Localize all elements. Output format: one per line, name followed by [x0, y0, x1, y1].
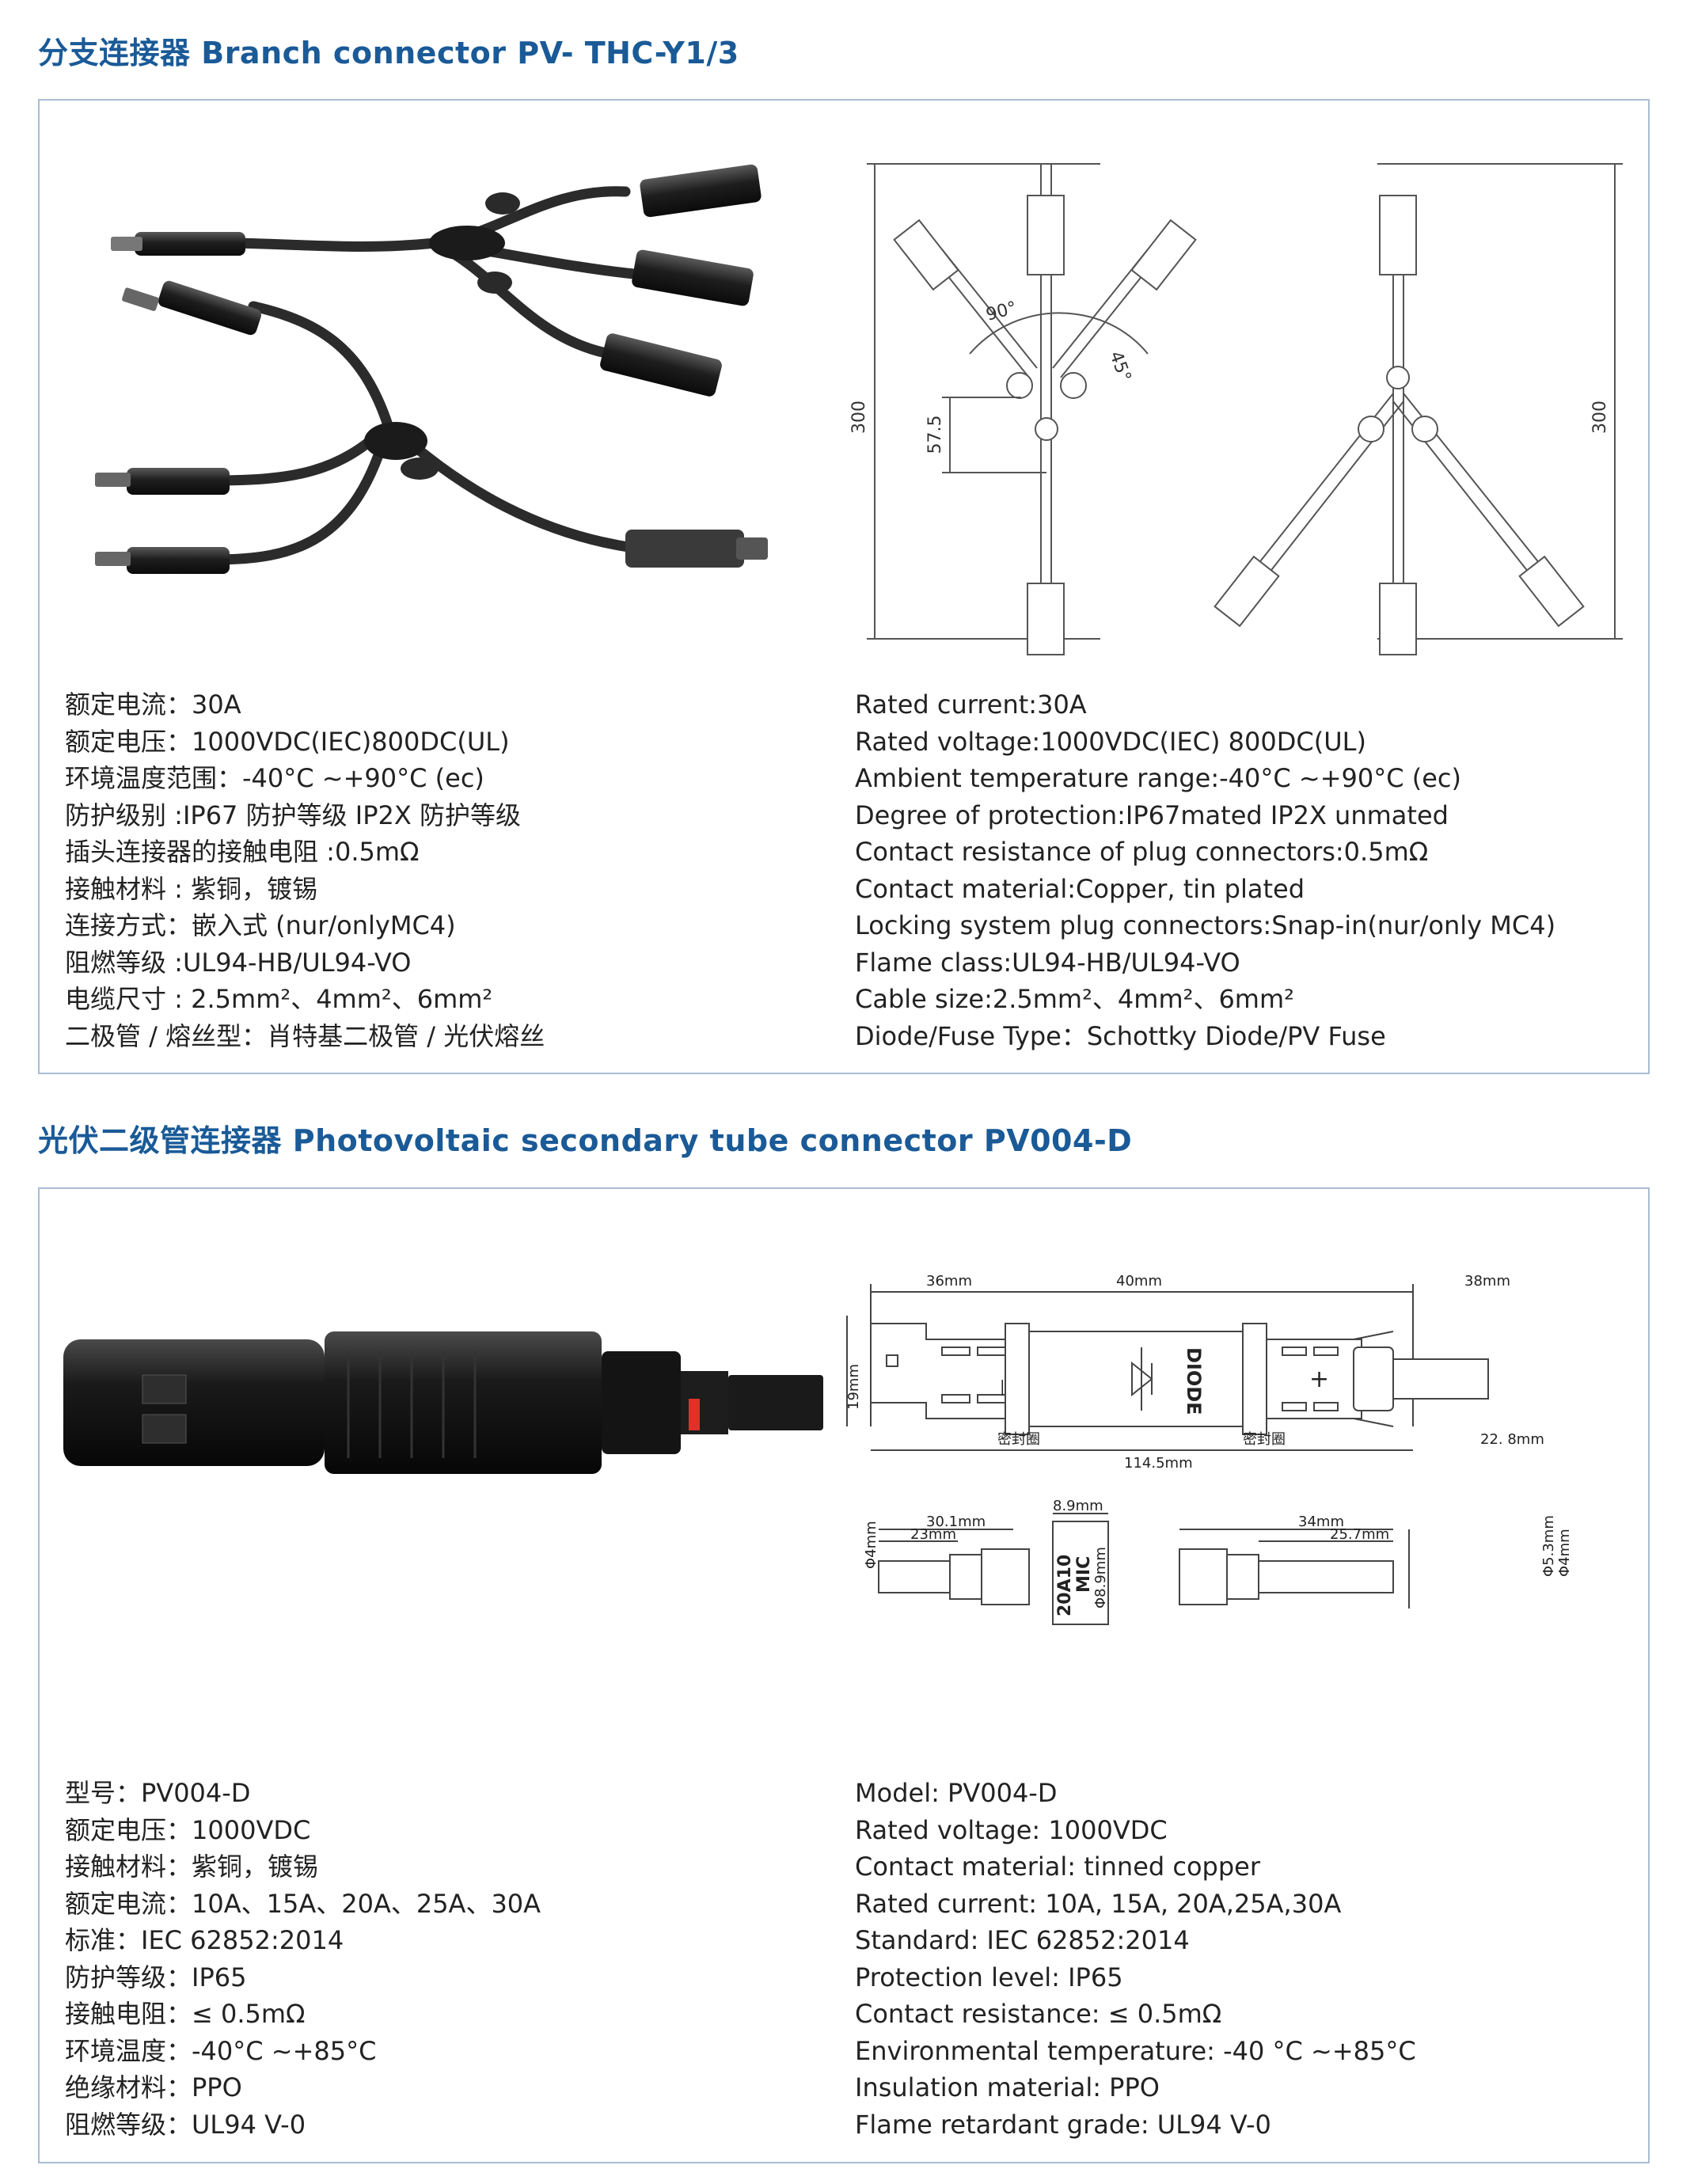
- dim-23mm: 23mm: [910, 1526, 956, 1543]
- spec-line: 插头连接器的接触电阻 :0.5mΩ: [65, 837, 420, 867]
- spec-line: 电缆尺寸 : 2.5mm²、4mm²、6mm²: [65, 984, 493, 1014]
- spec-line: 额定电流：10A、15A、20A、25A、30A: [65, 1888, 541, 1919]
- spec-line: Cable size:2.5mm²、4mm²、6mm²: [855, 984, 1294, 1014]
- section-title-diode-connector: 光伏二级管连接器 Photovoltaic secondary tube con…: [38, 1123, 1133, 1158]
- dim-300-left: 300: [849, 401, 869, 434]
- spec-line: 阻燃等级：UL94 V-0: [65, 2109, 306, 2140]
- minus-sign: —: [993, 1379, 1012, 1396]
- diode-connector-photo: [63, 1331, 823, 1474]
- spec-line: Rated current:30A: [855, 689, 1087, 720]
- dim-30-1mm: 30.1mm: [926, 1514, 986, 1530]
- diode-connector-drawing: 36mm 40mm 38mm 19mm DIODE — + 密封圈 密封圈 22…: [845, 1273, 1573, 1625]
- spec-line: Diode/Fuse Type：Schottky Diode/PV Fuse: [855, 1020, 1386, 1051]
- branch-specs-english: Rated current:30A Rated voltage:1000VDC(…: [855, 686, 1555, 1054]
- spec-line: Degree of protection:IP67mated IP2X unma…: [855, 800, 1449, 830]
- spec-line: 接触材料：紫铜，镀锡: [65, 1852, 319, 1882]
- seal-ring-left: 密封圈: [997, 1431, 1040, 1448]
- angle-45: 45°: [1105, 349, 1134, 385]
- diode-connector-panel: 36mm 40mm 38mm 19mm DIODE — + 密封圈 密封圈 22…: [38, 1187, 1650, 2163]
- angle-90: 90°: [984, 298, 1019, 325]
- seal-ring-right: 密封圈: [1243, 1431, 1286, 1448]
- dim-phi5-3mm: Φ5.3mm: [1540, 1515, 1557, 1577]
- diode-specs-chinese: 型号：PV004-D 额定电压：1000VDC 接触材料：紫铜，镀锡 额定电流：…: [65, 1775, 541, 2143]
- dim-300-right: 300: [1590, 401, 1610, 434]
- spec-line: Rated current: 10A, 15A, 20A,25A,30A: [855, 1888, 1342, 1919]
- fuse-rating: 20A10: [1055, 1555, 1075, 1616]
- spec-line: 接触电阻：≤ 0.5mΩ: [65, 1999, 306, 2029]
- spec-line: 防护等级：IP65: [65, 1962, 247, 1992]
- spec-line: Contact resistance: ≤ 0.5mΩ: [855, 1999, 1222, 2029]
- spec-line: 额定电流：30A: [65, 689, 241, 720]
- dim-phi8-9mm: Φ8.9mm: [1092, 1547, 1109, 1609]
- dim-38mm: 38mm: [1464, 1273, 1510, 1290]
- dim-22-8mm: 22. 8mm: [1480, 1431, 1544, 1448]
- dim-25-7mm: 25.7mm: [1330, 1526, 1389, 1543]
- spec-line: Model: PV004-D: [855, 1778, 1058, 1808]
- spec-line: 接触材料 : 紫铜，镀锡: [65, 873, 318, 904]
- spec-line: 环境温度范围：-40°C ~+90°C (ec): [65, 763, 484, 793]
- dim-phi4-right: Φ4mm: [1556, 1529, 1573, 1577]
- spec-line: Contact material: tinned copper: [855, 1852, 1260, 1882]
- spec-line: 绝缘材料：PPO: [65, 2072, 242, 2102]
- spec-line: Standard: IEC 62852:2014: [855, 1925, 1190, 1955]
- dim-8-9mm: 8.9mm: [1053, 1498, 1103, 1514]
- spec-line: 标准：IEC 62852:2014: [65, 1925, 344, 1955]
- dim-19mm: 19mm: [845, 1364, 862, 1410]
- dim-40mm: 40mm: [1116, 1273, 1162, 1290]
- dim-57-5: 57.5: [925, 416, 945, 454]
- spec-line: 防护级别 :IP67 防护等级 IP2X 防护等级: [65, 800, 521, 830]
- branch-connector-panel: 300 300 57.5 90° 45° 额定电流：30A 额定电压：1000V…: [38, 99, 1650, 1074]
- spec-line: Insulation material: PPO: [855, 2072, 1160, 2102]
- spec-line: 环境温度：-40°C ~+85°C: [65, 2035, 377, 2066]
- spec-line: Rated voltage:1000VDC(IEC) 800DC(UL): [855, 726, 1366, 757]
- diode-label: DIODE: [1183, 1347, 1205, 1415]
- section-title-branch-connector: 分支连接器 Branch connector PV- THC-Y1/3: [38, 36, 739, 70]
- branch-connector-drawing: 300 300 57.5 90° 45°: [849, 163, 1623, 655]
- dim-phi4-left: Φ4mm: [863, 1521, 879, 1569]
- spec-line: Flame retardant grade: UL94 V-0: [855, 2109, 1271, 2140]
- spec-line: Contact resistance of plug connectors:0.…: [855, 837, 1429, 867]
- spec-line: 额定电压：1000VDC(IEC)800DC(UL): [65, 726, 510, 757]
- spec-line: Flame class:UL94-HB/UL94-VO: [855, 947, 1240, 978]
- dim-34mm: 34mm: [1298, 1514, 1344, 1530]
- spec-line: 二极管 / 熔丝型：肖特基二极管 / 光伏熔丝: [65, 1020, 545, 1051]
- dim-36mm: 36mm: [926, 1273, 972, 1290]
- diode-specs-english: Model: PV004-D Rated voltage: 1000VDC Co…: [855, 1775, 1416, 2143]
- spec-line: Rated voltage: 1000VDC: [855, 1814, 1168, 1845]
- spec-line: 阻燃等级 :UL94-HB/UL94-VO: [65, 947, 412, 978]
- spec-line: 额定电压：1000VDC: [65, 1814, 311, 1845]
- branch-connector-photo: [95, 164, 768, 574]
- spec-line: 型号：PV004-D: [65, 1778, 251, 1808]
- plus-sign: +: [1309, 1365, 1329, 1393]
- spec-line: 连接方式：嵌入式 (nur/onlyMC4): [65, 910, 456, 940]
- spec-line: Protection level: IP65: [855, 1962, 1123, 1992]
- fuse-brand: MIC: [1074, 1556, 1094, 1593]
- spec-line: Contact material:Copper, tin plated: [855, 873, 1305, 904]
- spec-line: Locking system plug connectors:Snap-in(n…: [855, 910, 1556, 940]
- dim-114-5mm: 114.5mm: [1124, 1455, 1193, 1472]
- spec-line: Environmental temperature: -40 °C ~+85°C: [855, 2035, 1416, 2066]
- spec-line: Ambient temperature range:-40°C ~+90°C (…: [855, 763, 1461, 793]
- branch-specs-chinese: 额定电流：30A 额定电压：1000VDC(IEC)800DC(UL) 环境温度…: [65, 686, 545, 1054]
